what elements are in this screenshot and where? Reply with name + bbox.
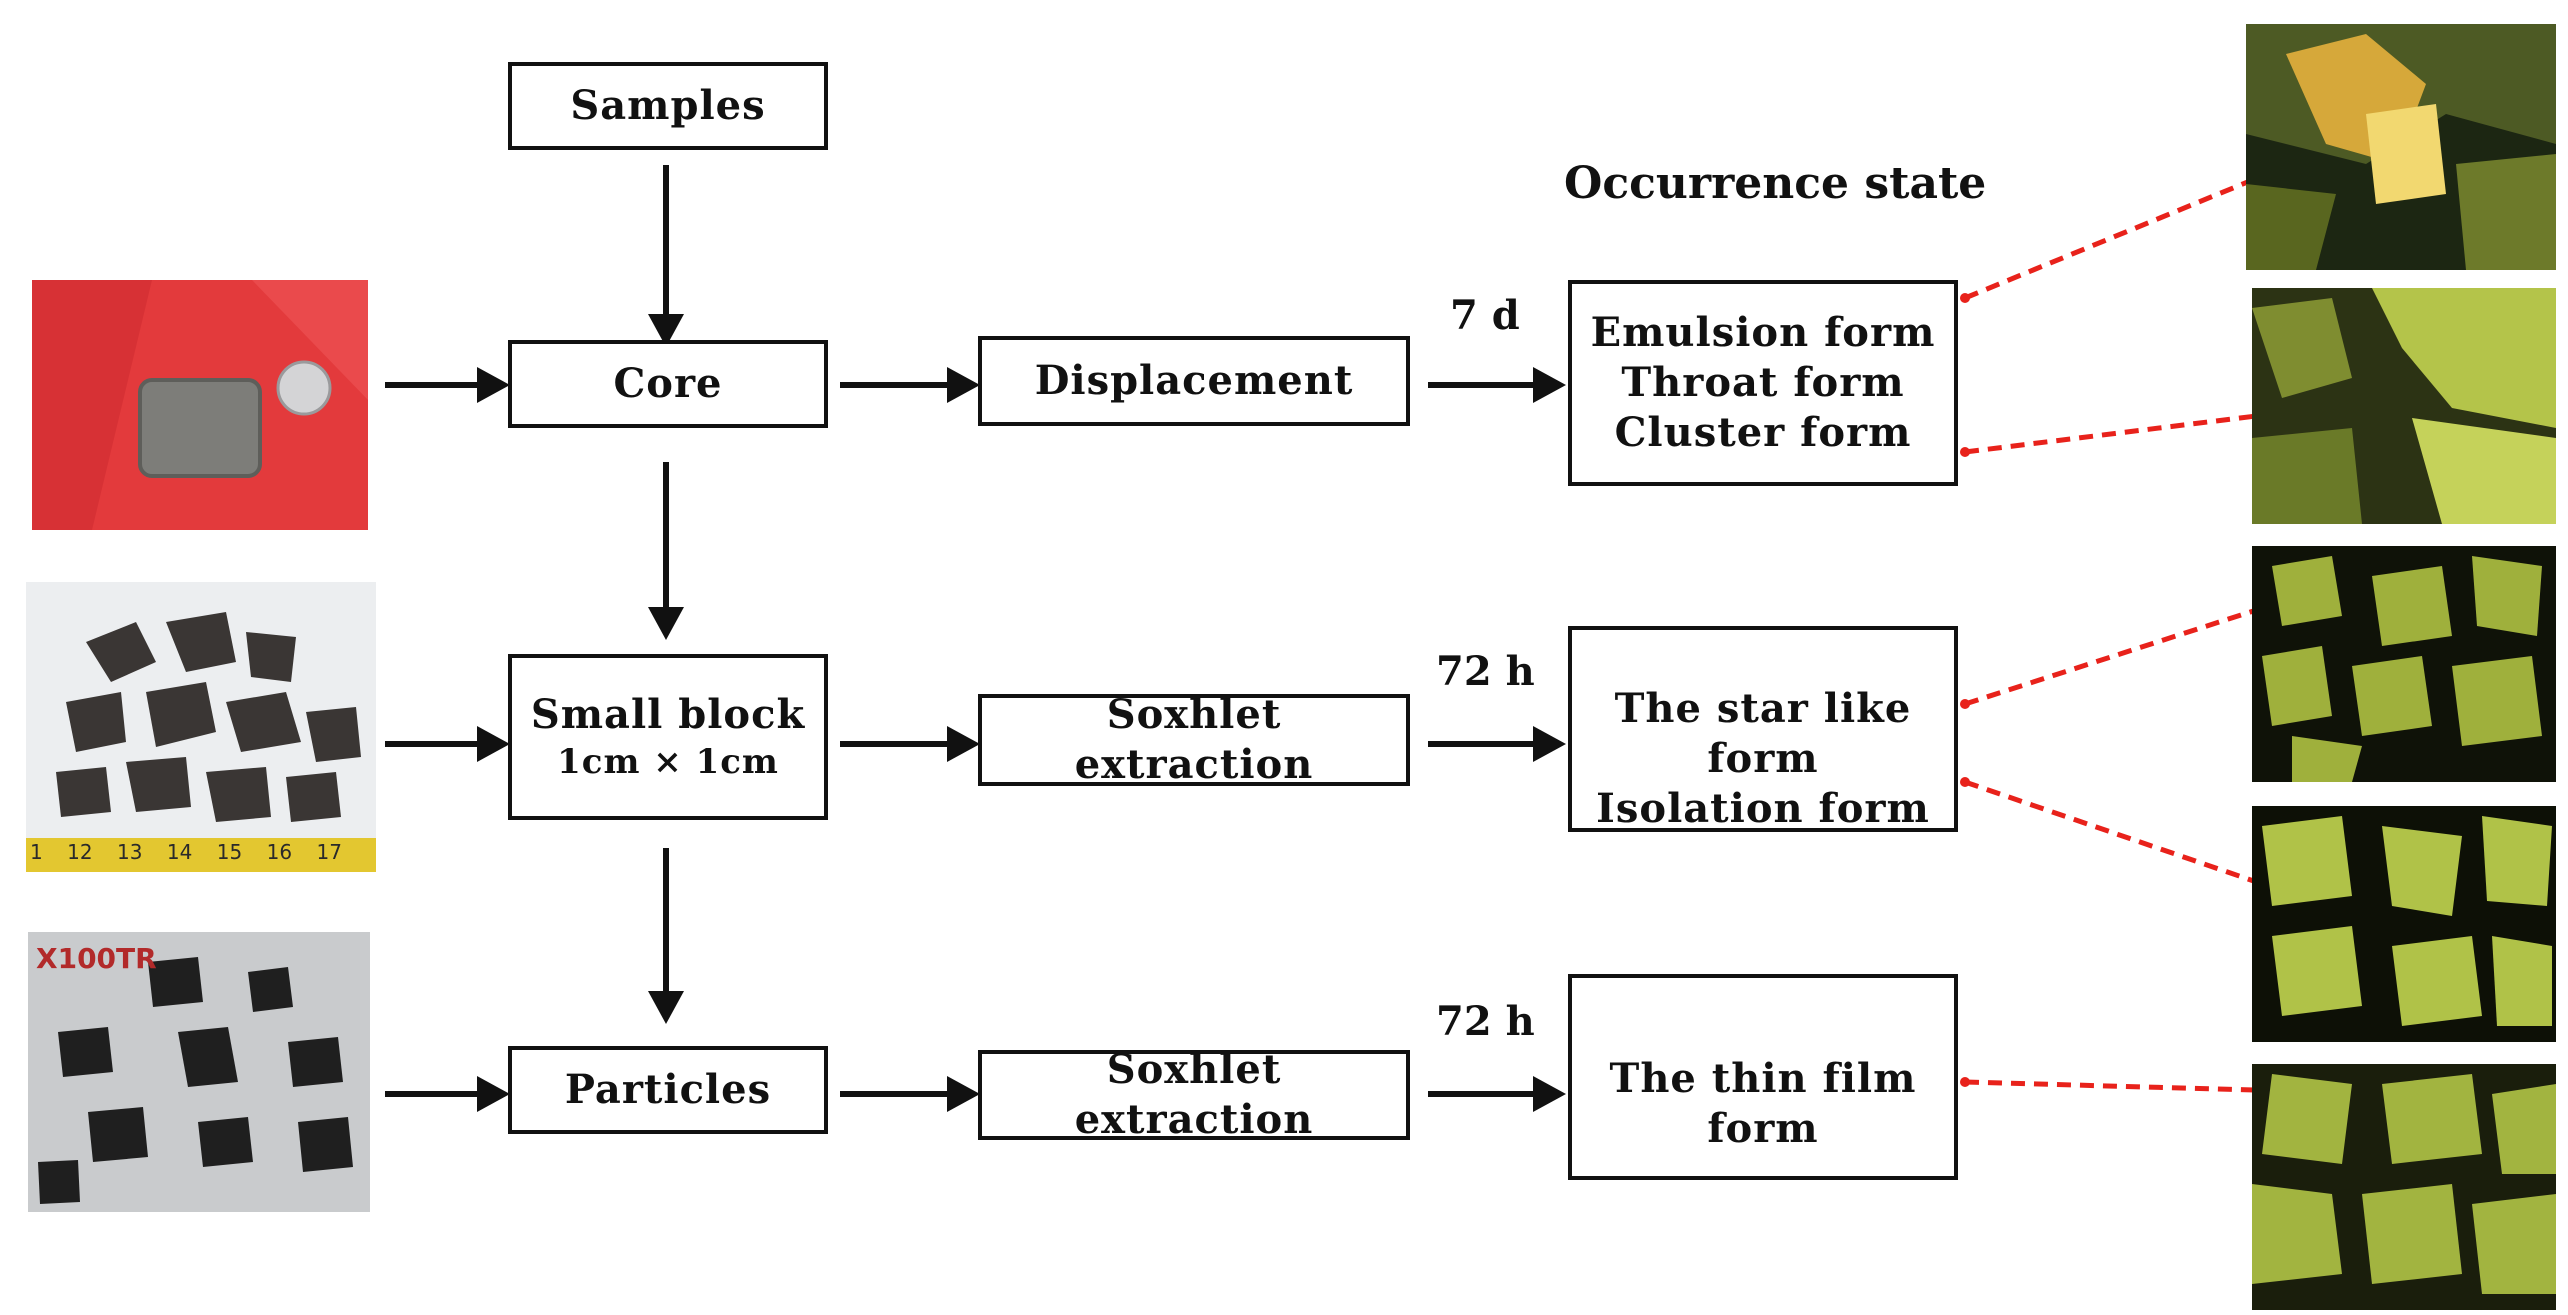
particles-label: Particles [564, 1066, 772, 1113]
state-box-2: The star like form Isolation form [1568, 626, 1958, 832]
displacement-box: Displacement [978, 336, 1410, 426]
core-sample-photo [32, 280, 368, 530]
particles-photo: X100TR [28, 932, 370, 1212]
state-box-3: The thin film form [1568, 974, 1958, 1180]
ruler-ticks: 1 12 13 14 15 16 17 [26, 840, 346, 864]
state-cluster: Cluster form [1614, 409, 1912, 456]
link-emulsion-photo [1964, 169, 2273, 301]
duration-soxhlet-1: 72 h [1436, 648, 1535, 695]
state-isolation: Isolation form [1596, 785, 1930, 832]
duration-displacement: 7 d [1450, 292, 1520, 339]
soxhlet-box-2: Soxhlet extraction [978, 1046, 1410, 1143]
samples-label: Samples [570, 82, 766, 129]
ruler-tick: 13 [117, 840, 143, 864]
state-emulsion: Emulsion form [1590, 309, 1936, 356]
ruler-tick: 12 [67, 840, 93, 864]
occurrence-state-title: Occurrence state [1564, 158, 1987, 209]
link-star-photo [1964, 602, 2273, 707]
small-block-size: 1cm × 1cm [557, 742, 779, 782]
micrograph-3 [2252, 546, 2556, 782]
ruler-tick: 15 [216, 840, 243, 864]
samples-box: Samples [508, 62, 828, 150]
soxhlet-label-1: Soxhlet extraction [1074, 691, 1314, 788]
small-block-label: Small block [530, 691, 806, 738]
link-thinfilm-photo [1964, 1079, 2399, 1097]
micrograph-2 [2252, 288, 2556, 524]
particles-photo-label: X100TR [36, 942, 157, 975]
soxhlet-label-2: Soxhlet extraction [1074, 1046, 1314, 1143]
core-label: Core [613, 360, 723, 407]
micrograph-4 [2252, 806, 2556, 1042]
state-throat: Throat form [1621, 359, 1905, 406]
duration-soxhlet-2: 72 h [1436, 998, 1535, 1045]
small-block-box: Small block 1cm × 1cm [508, 654, 828, 820]
small-block-photo: 1 12 13 14 15 16 17 [26, 582, 376, 872]
ruler-tick: 16 [266, 840, 293, 864]
core-box: Core [508, 340, 828, 428]
state-thin-film: The thin film form [1609, 1055, 1917, 1152]
ruler-tick: 1 [30, 840, 43, 864]
particles-box: Particles [508, 1046, 828, 1134]
soxhlet-box-1: Soxhlet extraction [978, 691, 1410, 788]
ruler-tick: 14 [166, 840, 193, 864]
state-star-like: The star like form [1614, 685, 1912, 782]
micrograph-5 [2252, 1064, 2556, 1310]
state-box-1: Emulsion form Throat form Cluster form [1568, 280, 1958, 486]
displacement-label: Displacement [1034, 357, 1354, 404]
micrograph-1 [2246, 24, 2556, 270]
ruler-tick: 17 [316, 840, 342, 864]
